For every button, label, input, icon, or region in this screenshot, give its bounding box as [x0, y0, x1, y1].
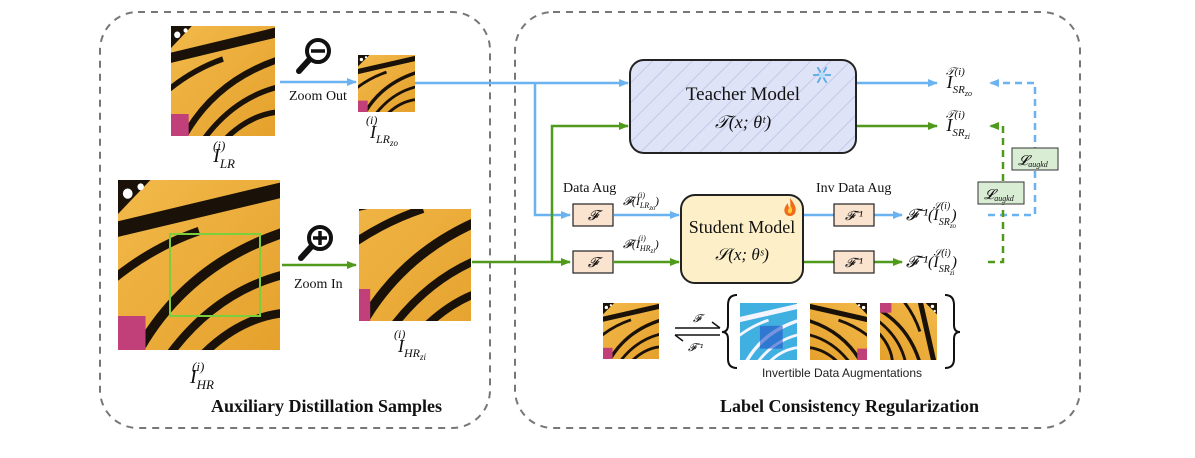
loss-box-green: [977, 181, 1025, 205]
f-hr-label: 𝓕(IHRzi(i)): [623, 234, 659, 255]
zoom-out-label: Zoom Out: [289, 89, 347, 104]
lr-label: ILR(i): [212, 138, 235, 171]
aug-image-color-jitter: [740, 303, 797, 360]
teacher-input-green: [550, 122, 629, 262]
student-model: Student Model 𝒮(x; θˢ): [680, 194, 804, 284]
finv-box-top: [833, 203, 875, 227]
finv-box-bottom-label: 𝓕⁻¹: [845, 255, 863, 270]
finv-box-bottom: [833, 250, 875, 274]
student-out-zo: 𝓕⁻¹(ISRzo𝒮(i)): [906, 201, 957, 230]
arrow-finv-label: 𝓕⁻¹: [688, 342, 703, 354]
hr-label: IHR(i): [189, 359, 214, 392]
left-panel-title: Auxiliary Distillation Samples: [211, 396, 442, 416]
student-input-blue: [533, 83, 571, 219]
inv-data-aug-label: Inv Data Aug: [816, 181, 891, 196]
finv-box-top-label: 𝓕⁻¹: [845, 208, 863, 223]
teacher-formula: 𝒯(x; θᵗ): [715, 112, 771, 133]
hr-zi-label: IHRzi(i): [394, 327, 426, 362]
f-lr-label: 𝓕(ILRzo(i)): [623, 191, 659, 212]
student-formula: 𝒮(x; θˢ): [715, 245, 769, 264]
teacher-out-zo: ISRzo𝒯(i): [946, 66, 972, 98]
aug-image-flip: [807, 303, 870, 363]
student-out-zi: 𝓕⁻¹(ISRzi𝒮(i)): [906, 248, 957, 277]
zoom-out-icon: [296, 38, 331, 74]
hr-image: [110, 180, 288, 359]
loss-box-blue: [1011, 147, 1059, 171]
arrow-f-label: 𝓕: [693, 313, 705, 325]
teacher-model: Teacher Model 𝒯(x; θᵗ): [629, 59, 857, 154]
right-panel-border: [514, 11, 1081, 429]
invertible-arrows: 𝓕 𝓕⁻¹: [674, 313, 721, 354]
hr-zi-image: [335, 161, 511, 329]
left-panel-border: [99, 11, 491, 429]
aug-image-rotate: [877, 300, 937, 363]
aug-caption: Invertible Data Augmentations: [762, 366, 922, 380]
f-box-bottom: [572, 250, 614, 274]
zoom-in-icon: [298, 225, 333, 261]
teacher-title: Teacher Model: [686, 84, 800, 105]
lr-zo-image: [355, 55, 418, 115]
zoom-in-label: Zoom In: [294, 277, 343, 292]
snowflake-icon: [813, 66, 831, 84]
right-brace: [944, 294, 961, 369]
student-title: Student Model: [689, 217, 796, 237]
f-box-top: [572, 203, 614, 227]
data-aug-label: Data Aug: [563, 181, 616, 196]
crop-box: [169, 233, 261, 317]
right-panel-title: Label Consistency Regularization: [720, 396, 979, 416]
fire-icon: [784, 198, 796, 216]
aug-source-image: [600, 303, 662, 362]
lr-image: [166, 26, 280, 142]
consistency-green: [988, 122, 1005, 264]
lr-zo-label: ILRzo(i): [366, 113, 398, 148]
left-brace: [721, 294, 738, 369]
teacher-out-zi: ISRzi𝒯(i): [945, 109, 970, 141]
